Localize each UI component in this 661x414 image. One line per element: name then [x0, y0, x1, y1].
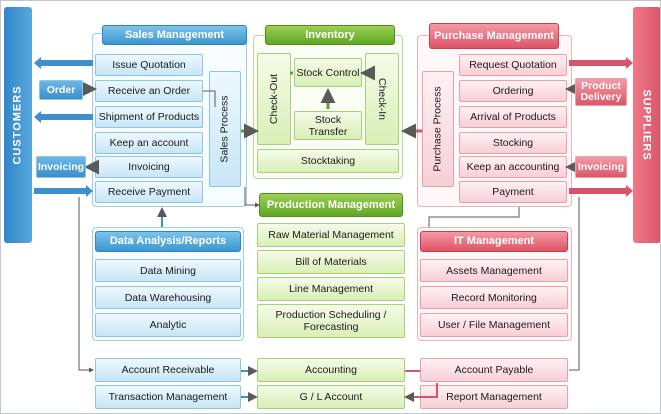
- it-header: IT Management: [420, 231, 568, 252]
- user-file-management: User / File Management: [420, 313, 568, 337]
- order-tag: Order: [39, 80, 83, 100]
- purchase-item-keep-accounting: Keep an accounting: [459, 156, 567, 178]
- line-purchase-to-payable: [569, 197, 580, 371]
- analytic: Analytic: [95, 313, 241, 337]
- assets-management: Assets Management: [420, 259, 568, 282]
- data-analysis-header: Data Analysis/Reports: [95, 231, 241, 252]
- production-scheduling: Production Scheduling / Forecasting: [257, 304, 405, 338]
- accounting: Accounting: [257, 358, 405, 382]
- purchase-item-ordering: Ordering: [459, 80, 567, 102]
- gl-account: G / L Account: [257, 385, 405, 409]
- sales-item-invoicing: Invoicing: [95, 156, 203, 178]
- production-header: Production Management: [259, 193, 403, 217]
- suppliers-bar: SUPPLIERS: [633, 7, 660, 243]
- data-mining: Data Mining: [95, 259, 241, 282]
- line-sales-to-production: [244, 187, 260, 208]
- purchase-header: Purchase Management: [429, 23, 559, 49]
- purchase-item-payment: Payment: [459, 181, 567, 203]
- purchase-item-request-quotation: Request Quotation: [459, 54, 567, 76]
- inventory-stock-transfer: Stock Transfer: [294, 111, 362, 140]
- sales-item-receive-payment: Receive Payment: [95, 181, 203, 203]
- sales-item-issue-quotation: Issue Quotation: [95, 54, 203, 76]
- record-monitoring: Record Monitoring: [420, 286, 568, 309]
- purchase-item-stocking: Stocking: [459, 132, 567, 154]
- arrow-request-to-suppliers: [569, 57, 633, 69]
- arrow-payment-to-suppliers: [569, 185, 633, 197]
- sales-item-keep-account: Keep an account: [95, 132, 203, 154]
- arrow-quotation-to-customers: [34, 57, 93, 69]
- arrow-payable-to-gl: [404, 383, 438, 402]
- account-payable: Account Payable: [420, 358, 568, 382]
- bill-of-materials: Bill of Materials: [257, 250, 405, 274]
- sales-header: Sales Management: [102, 25, 247, 45]
- account-receivable: Account Receivable: [95, 358, 241, 382]
- report-management: Report Management: [420, 385, 568, 409]
- invoicing-tag-right: Invoicing: [575, 156, 627, 178]
- data-warehousing: Data Warehousing: [95, 286, 241, 309]
- transaction-management: Transaction Management: [95, 385, 241, 409]
- arrow-payment-from-customers: [34, 185, 93, 197]
- sales-process: Sales Process: [209, 71, 241, 187]
- arrow-shipment-to-customers: [34, 111, 93, 123]
- raw-material-management: Raw Material Management: [257, 223, 405, 247]
- product-delivery-tag: Product Delivery: [575, 78, 627, 106]
- line-management: Line Management: [257, 277, 405, 301]
- sales-item-shipment: Shipment of Products: [95, 106, 203, 128]
- inventory-check-out: Check-Out: [257, 53, 291, 145]
- line-purchase-to-it: [428, 207, 520, 227]
- inventory-stocktaking: Stocktaking: [257, 149, 399, 173]
- line-receive-order: [203, 90, 216, 107]
- sales-item-receive-order: Receive an Order: [95, 80, 203, 102]
- inventory-header: Inventory: [265, 25, 395, 45]
- inventory-stock-control: Stock Control: [294, 58, 362, 87]
- purchase-item-arrival: Arrival of Products: [459, 106, 567, 128]
- customers-bar: CUSTOMERS: [4, 7, 32, 243]
- line-sales-to-receivable: [78, 197, 94, 373]
- invoicing-tag-left: Invoicing: [36, 156, 86, 178]
- purchase-process: Purchase Process: [422, 71, 454, 187]
